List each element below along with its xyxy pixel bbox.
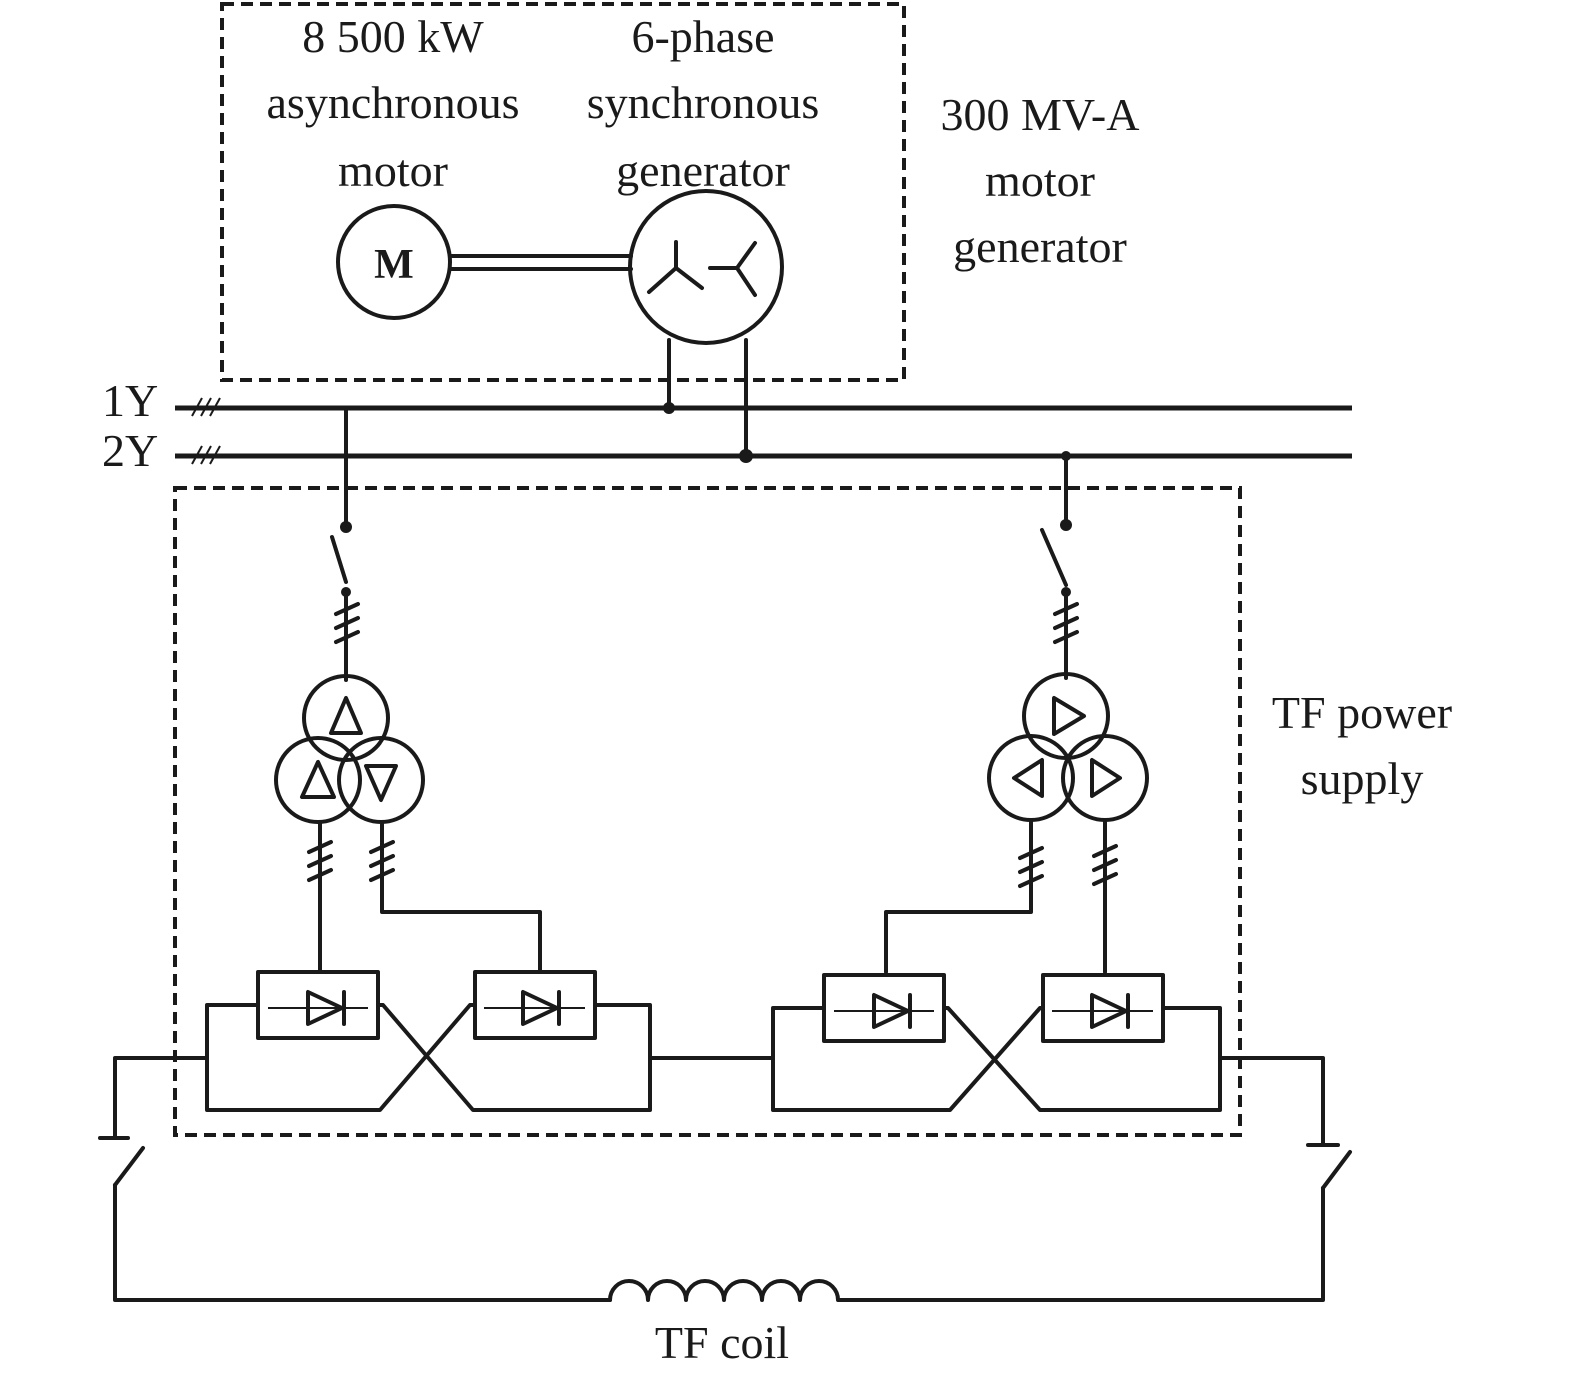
motor-symbol: M xyxy=(336,204,452,320)
tf-power-supply-label-line-1: TF power xyxy=(1272,687,1452,738)
left-converter-1 xyxy=(256,970,380,1040)
left-output-circuit xyxy=(98,1056,612,1302)
tf-coil-label: TF coil xyxy=(655,1317,789,1368)
right-converter-1 xyxy=(822,973,946,1043)
right-converter-2 xyxy=(1041,973,1165,1043)
motor-generator-enclosure xyxy=(220,2,906,382)
motor-label-line-1: 8 500 kW xyxy=(302,11,484,62)
tf-power-supply-label-line-2: supply xyxy=(1301,753,1424,804)
bus-2y-label: 2Y xyxy=(102,425,158,476)
junction-dot-gen-1y xyxy=(663,402,675,414)
right-bridge-wiring xyxy=(771,1006,1222,1112)
tf-coil-symbol xyxy=(608,1279,848,1302)
right-transformer xyxy=(987,672,1149,822)
right-secondary-leads xyxy=(884,818,1118,974)
left-converter-2 xyxy=(473,970,597,1040)
right-feeder xyxy=(1040,451,1079,680)
left-feeder xyxy=(330,406,360,682)
bus-1y-phase-ticks xyxy=(191,397,221,417)
left-secondary-leads xyxy=(307,820,542,974)
generator-label-line-3: generator xyxy=(616,145,790,196)
left-transformer xyxy=(274,674,425,824)
shaft-coupling xyxy=(449,254,633,271)
bus-1y-label: 1Y xyxy=(102,375,158,426)
tf-power-supply-enclosure xyxy=(173,486,1242,1137)
motor-label-line-2: asynchronous xyxy=(267,77,520,128)
generator-label-line-1: 6-phase xyxy=(631,11,774,62)
motor-generator-label-line-3: generator xyxy=(953,221,1127,272)
motor-generator-label-line-2: motor xyxy=(985,155,1095,206)
junction-dot-gen-2y xyxy=(739,449,753,463)
right-output-circuit xyxy=(844,1056,1352,1302)
motor-label-line-3: motor xyxy=(338,145,448,196)
generator-symbol xyxy=(628,189,784,345)
motor-symbol-letter: M xyxy=(374,242,414,288)
motor-generator-label-line-1: 300 MV-A xyxy=(941,89,1140,140)
bus-2y-phase-ticks xyxy=(191,445,221,465)
generator-label-line-2: synchronous xyxy=(587,77,820,128)
left-bridge-wiring xyxy=(205,1003,652,1112)
